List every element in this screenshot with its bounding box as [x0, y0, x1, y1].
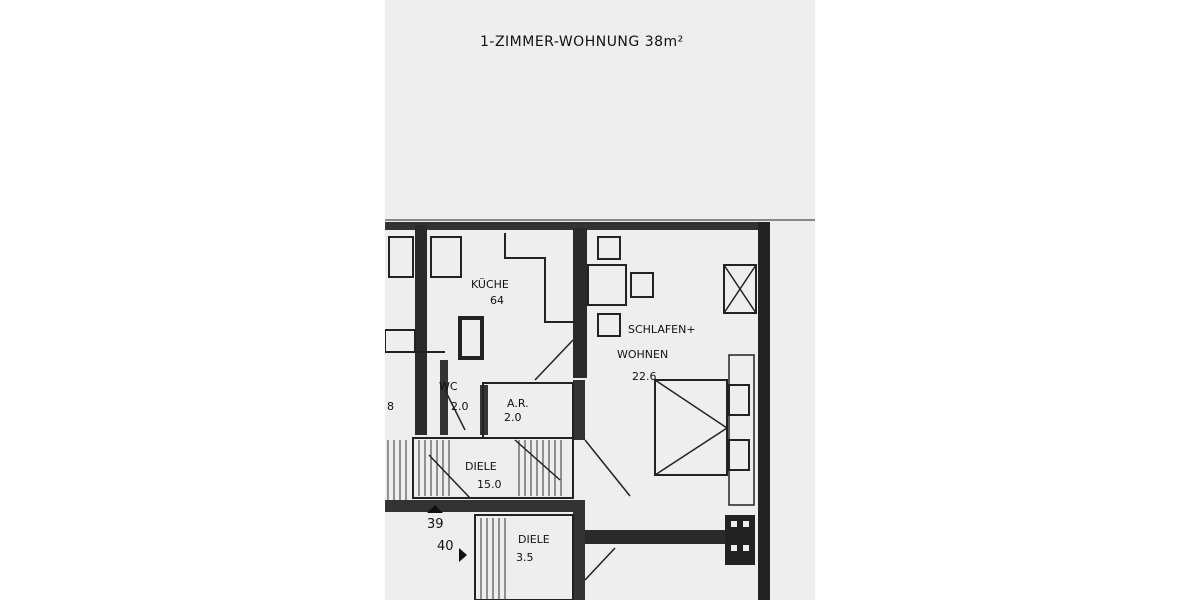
left-hatch-strip — [387, 440, 407, 500]
kitchen-area: 64 — [490, 294, 504, 307]
wc-door-leaf — [444, 389, 466, 431]
floor-plan-drawing — [385, 219, 815, 600]
bed-side-frame — [728, 354, 755, 506]
night-table-2 — [728, 439, 750, 471]
diele1-area: 15.0 — [477, 478, 502, 491]
lower-horizontal-wall — [385, 500, 585, 512]
wc-name: WC — [439, 380, 458, 393]
stair-arrow — [459, 548, 467, 562]
left-partition-wall — [415, 225, 427, 435]
diele1-name: DIELE — [465, 460, 497, 473]
diele2-floor — [474, 514, 574, 600]
lower-vertical-wall — [573, 500, 585, 600]
stair-number-lower: 40 — [437, 539, 454, 554]
lower-corridor-wall — [585, 530, 725, 544]
ar-closet-outline — [482, 382, 574, 439]
wardrobe — [723, 264, 757, 314]
living-name-line2: WOHNEN — [617, 348, 669, 361]
bath-fixture — [385, 329, 416, 353]
ar-area: 2.0 — [504, 411, 522, 424]
diele-hatching — [418, 440, 562, 496]
window-left-1 — [388, 236, 414, 278]
night-table-1 — [728, 384, 750, 416]
kitchen-living-wall — [573, 228, 587, 378]
stair-marker — [427, 505, 443, 513]
plan-title: 1-ZIMMER-WOHNUNG 38m² — [480, 34, 684, 50]
stair-number-upper: 39 — [427, 517, 444, 532]
wc-area: 2.0 — [451, 400, 469, 413]
diele2-name: DIELE — [518, 533, 550, 546]
diele-hatched-floor — [412, 437, 574, 499]
window-left-2 — [430, 236, 462, 278]
living-lower-wall — [573, 380, 585, 440]
shaft-block — [725, 515, 755, 565]
ar-name: A.R. — [507, 397, 529, 410]
diele2-area: 3.5 — [516, 551, 534, 564]
right-wall — [758, 222, 770, 600]
diele2-hatching — [480, 518, 506, 600]
kitchen-appliance — [458, 316, 484, 360]
chair-3 — [597, 313, 621, 337]
floor-plan-sheet: 1-ZIMMER-WOHNUNG 38m² — [385, 0, 815, 600]
bed — [654, 379, 728, 476]
living-area: 22.6 — [632, 370, 657, 383]
living-door-leaf — [584, 439, 631, 497]
chair-2 — [630, 272, 654, 298]
chair-1 — [597, 236, 621, 260]
table — [587, 264, 627, 306]
kitchen-door-leaf — [534, 339, 574, 381]
top-wall — [385, 222, 770, 230]
living-name-line1: SCHLAFEN+ — [628, 323, 696, 336]
bath-area-partial: 8 — [387, 400, 394, 413]
kitchen-name: KÜCHE — [471, 278, 509, 291]
kitchen-counter — [504, 233, 573, 323]
bath-wc-wall — [440, 360, 448, 435]
